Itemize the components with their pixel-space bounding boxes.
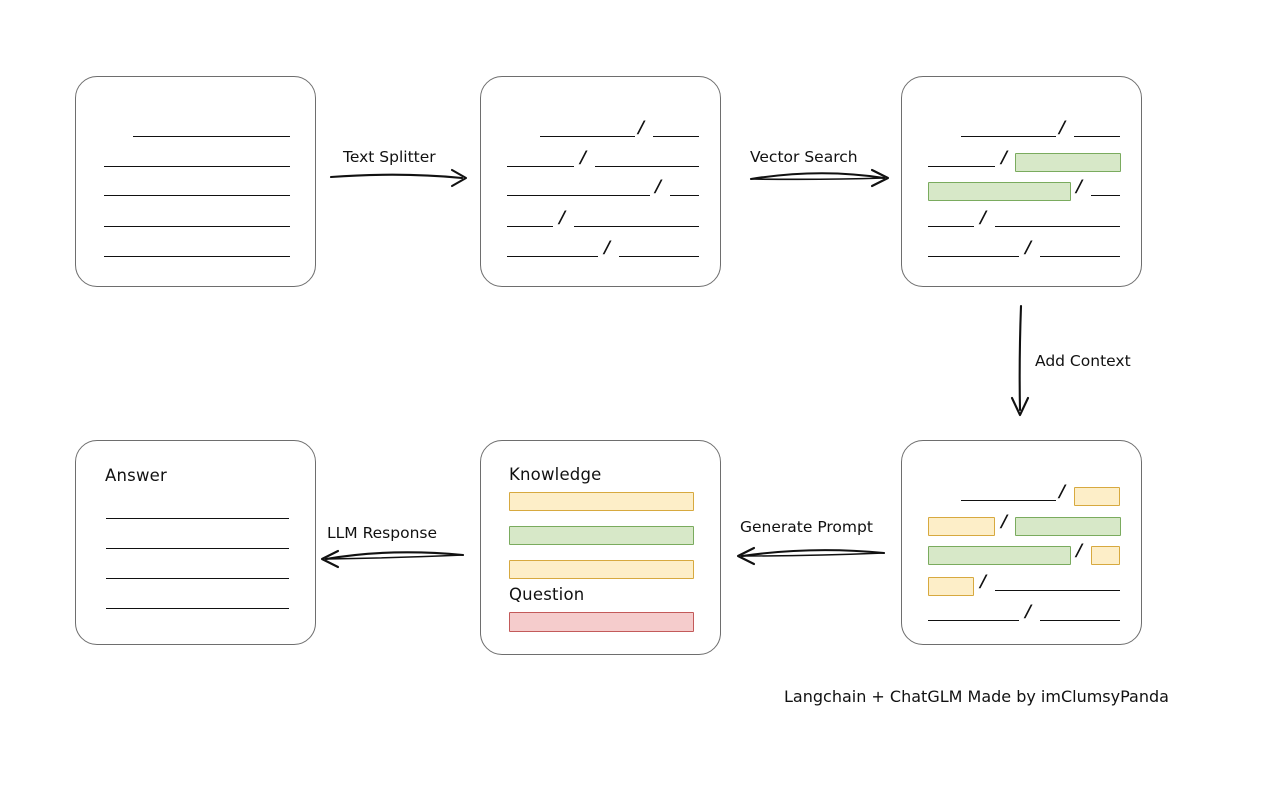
text-line [104,226,290,227]
text-line [928,226,974,227]
text-line [928,256,1019,257]
arrow-llm-response [320,549,465,569]
text-line [104,166,290,167]
prompt-bar-yellow [509,560,694,579]
edge-label-vector-search: Vector Search [750,148,858,166]
highlight-chip-yellow [928,577,974,596]
chunk-separator-slash: / [1025,238,1032,258]
chunk-separator-slash: / [980,572,987,592]
chunk-separator-slash: / [1001,512,1008,532]
arrow-generate-prompt [736,546,886,566]
text-line [995,590,1120,591]
arrow-add-context [1010,304,1030,417]
text-line [507,195,650,196]
chunk-separator-slash: / [1001,148,1008,168]
chunk-separator-slash: / [1025,602,1032,622]
text-line [595,166,699,167]
chunk-separator-slash: / [980,208,987,228]
prompt-bar-yellow [509,492,694,511]
highlight-chip-yellow [928,517,995,536]
text-line [928,166,995,167]
text-line [104,256,290,257]
highlight-chip-green [928,182,1071,201]
highlight-chip-green [1015,517,1121,536]
chunk-separator-slash: / [580,148,587,168]
text-line [540,136,635,137]
highlight-chip-green [1015,153,1121,172]
text-line [619,256,699,257]
text-line [961,500,1056,501]
prompt-bar-red [509,612,694,632]
edge-label-generate-prompt: Generate Prompt [740,518,873,536]
text-line [961,136,1056,137]
arrow-vector-search [749,168,890,188]
chunk-separator-slash: / [604,238,611,258]
node-split-chunks[interactable] [480,76,721,287]
text-line [1040,256,1120,257]
text-line [1074,136,1120,137]
text-line [670,195,699,196]
text-line [653,136,699,137]
text-line [1091,195,1120,196]
node-source-document[interactable] [75,76,316,287]
text-line [106,608,289,609]
node-answer[interactable] [75,440,316,645]
footer-credit: Langchain + ChatGLM Made by imClumsyPand… [784,687,1169,706]
chunk-separator-slash: / [638,118,645,138]
text-line [507,226,553,227]
chunk-separator-slash: / [1059,118,1066,138]
text-line [133,136,290,137]
section-label-knowledge: Knowledge [509,465,602,484]
highlight-chip-green [928,546,1071,565]
node-vector-matched-chunks[interactable] [901,76,1142,287]
node-context-added-chunks[interactable] [901,440,1142,645]
text-line [104,195,290,196]
highlight-chip-yellow [1074,487,1120,506]
prompt-bar-green [509,526,694,545]
chunk-separator-slash: / [655,177,662,197]
edge-label-llm-response: LLM Response [327,524,438,542]
text-line [995,226,1120,227]
edge-label-add-context: Add Context [1035,352,1131,370]
text-line [507,256,598,257]
edge-label-text-splitter: Text Splitter [343,148,436,166]
text-line [106,578,289,579]
text-line [507,166,574,167]
highlight-chip-yellow [1091,546,1120,565]
section-label-question: Question [509,585,585,604]
chunk-separator-slash: / [1076,541,1083,561]
text-line [574,226,699,227]
node-title-answer: Answer [105,466,167,485]
chunk-separator-slash: / [1076,177,1083,197]
chunk-separator-slash: / [559,208,566,228]
text-line [1040,620,1120,621]
text-line [106,518,289,519]
chunk-separator-slash: / [1059,482,1066,502]
text-line [106,548,289,549]
text-line [928,620,1019,621]
arrow-text-splitter [329,168,468,188]
